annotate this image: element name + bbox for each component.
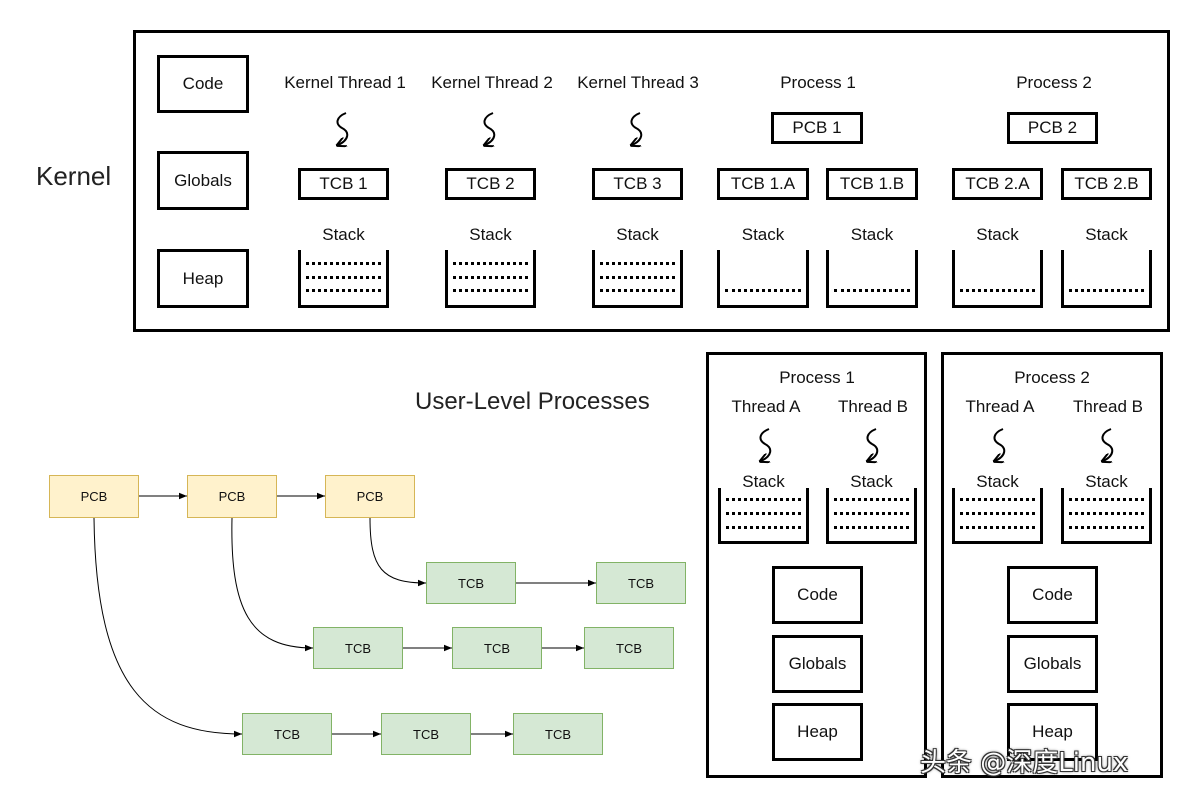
kernel-tcb-1a: TCB 1.A	[717, 168, 809, 200]
kernel-stack-label: Stack	[322, 225, 365, 244]
kernel-tcb-1a-stack	[717, 250, 809, 308]
stack-frame-row	[834, 512, 909, 515]
stack-frame-row	[1069, 512, 1144, 515]
user-p1-thread-b-label: Thread B	[838, 397, 908, 416]
pcb-node-1: PCB	[49, 475, 139, 518]
kernel-heap-segment: Heap	[157, 249, 249, 308]
tcb-node: TCB	[242, 713, 332, 755]
kernel-code-segment: Code	[157, 55, 249, 113]
kernel-stack-label: Stack	[850, 225, 894, 244]
kernel-frame	[133, 30, 1170, 332]
kernel-process-1-title: Process 1	[780, 73, 856, 92]
tcb-node: TCB	[313, 627, 403, 669]
kernel-thread-3-title: Kernel Thread 3	[577, 73, 699, 92]
kernel-stack-label: Stack	[469, 225, 512, 244]
tcb-node: TCB	[426, 562, 516, 604]
kernel-tcb-3: TCB 3	[592, 168, 683, 200]
pcb-node-2: PCB	[187, 475, 277, 518]
kernel-thread-1-title: Kernel Thread 1	[284, 73, 406, 92]
kernel-stack-label: Stack	[741, 225, 785, 244]
user-p1-code-segment: Code	[772, 566, 863, 624]
stack-frame-row	[725, 289, 801, 292]
stack-frame-row	[726, 498, 801, 501]
user-process-1-title: Process 1	[779, 368, 855, 387]
user-p2-globals-segment: Globals	[1007, 635, 1098, 693]
tcb-node: TCB	[452, 627, 542, 669]
user-stack-label: Stack	[976, 472, 1019, 491]
kernel-tcb-2b: TCB 2.B	[1061, 168, 1152, 200]
tcb-node: TCB	[596, 562, 686, 604]
user-p1-thread-b-stack	[826, 488, 917, 544]
user-p2-thread-b-label: Thread B	[1073, 397, 1143, 416]
user-p2-thread-a-label: Thread A	[965, 397, 1035, 416]
stack-frame-row	[834, 526, 909, 529]
stack-frame-row	[1069, 526, 1144, 529]
stack-frame-row	[600, 276, 675, 279]
kernel-thread-1-stack	[298, 250, 389, 308]
pcb-2-to-tcb-curve	[231, 517, 314, 652]
pcb-3-to-tcb-curve	[369, 517, 427, 587]
stack-frame-row	[1069, 289, 1144, 292]
kernel-stack-label: Stack	[616, 225, 659, 244]
stack-frame-row	[726, 526, 801, 529]
watermark: 头条 @深度Linux	[920, 748, 1129, 778]
kernel-thread-2-stack	[445, 250, 536, 308]
user-stack-label: Stack	[850, 472, 893, 491]
kernel-thread-2-title: Kernel Thread 2	[431, 73, 553, 92]
user-p2-thread-a-stack	[952, 488, 1043, 544]
stack-frame-row	[960, 498, 1035, 501]
user-stack-label: Stack	[1085, 472, 1128, 491]
pcb-node-3: PCB	[325, 475, 415, 518]
stack-frame-row	[453, 262, 528, 265]
stack-frame-row	[960, 289, 1035, 292]
user-p1-heap-segment: Heap	[772, 703, 863, 761]
stack-frame-row	[306, 262, 381, 265]
kernel-globals-segment: Globals	[157, 151, 249, 210]
stack-frame-row	[600, 289, 675, 292]
user-stack-label: Stack	[742, 472, 785, 491]
user-process-2-title: Process 2	[1014, 368, 1090, 387]
user-process-2-frame	[941, 352, 1163, 778]
kernel-tcb-2b-stack	[1061, 250, 1152, 308]
kernel-tcb-2a-stack	[952, 250, 1043, 308]
stack-frame-row	[600, 262, 675, 265]
user-p1-thread-a-stack	[718, 488, 809, 544]
user-level-label: User-Level Processes	[415, 388, 650, 415]
stack-frame-row	[726, 512, 801, 515]
user-p2-thread-b-stack	[1061, 488, 1152, 544]
user-p1-globals-segment: Globals	[772, 635, 863, 693]
stack-frame-row	[834, 498, 909, 501]
stack-frame-row	[960, 526, 1035, 529]
stack-frame-row	[453, 289, 528, 292]
kernel-tcb-1: TCB 1	[298, 168, 389, 200]
kernel-thread-3-stack	[592, 250, 683, 308]
stack-frame-row	[834, 289, 910, 292]
stack-frame-row	[1069, 498, 1144, 501]
stack-frame-row	[306, 276, 381, 279]
kernel-pcb-1: PCB 1	[771, 112, 863, 144]
kernel-tcb-2a: TCB 2.A	[952, 168, 1043, 200]
user-p2-heap-segment: Heap	[1007, 703, 1098, 761]
kernel-label: Kernel	[36, 161, 112, 191]
kernel-stack-label: Stack	[976, 225, 1019, 244]
kernel-stack-label: Stack	[1085, 225, 1128, 244]
tcb-node: TCB	[381, 713, 471, 755]
tcb-node: TCB	[513, 713, 603, 755]
user-p1-thread-a-label: Thread A	[731, 397, 801, 416]
kernel-pcb-2: PCB 2	[1007, 112, 1098, 144]
stack-frame-row	[306, 289, 381, 292]
user-p2-code-segment: Code	[1007, 566, 1098, 624]
pcb-1-to-tcb-curve	[93, 517, 243, 738]
kernel-tcb-1b-stack	[826, 250, 918, 308]
kernel-tcb-1b: TCB 1.B	[826, 168, 918, 200]
stack-frame-row	[960, 512, 1035, 515]
user-process-1-frame	[706, 352, 927, 778]
kernel-tcb-2: TCB 2	[445, 168, 536, 200]
kernel-process-2-title: Process 2	[1016, 73, 1092, 92]
stack-frame-row	[453, 276, 528, 279]
tcb-node: TCB	[584, 627, 674, 669]
